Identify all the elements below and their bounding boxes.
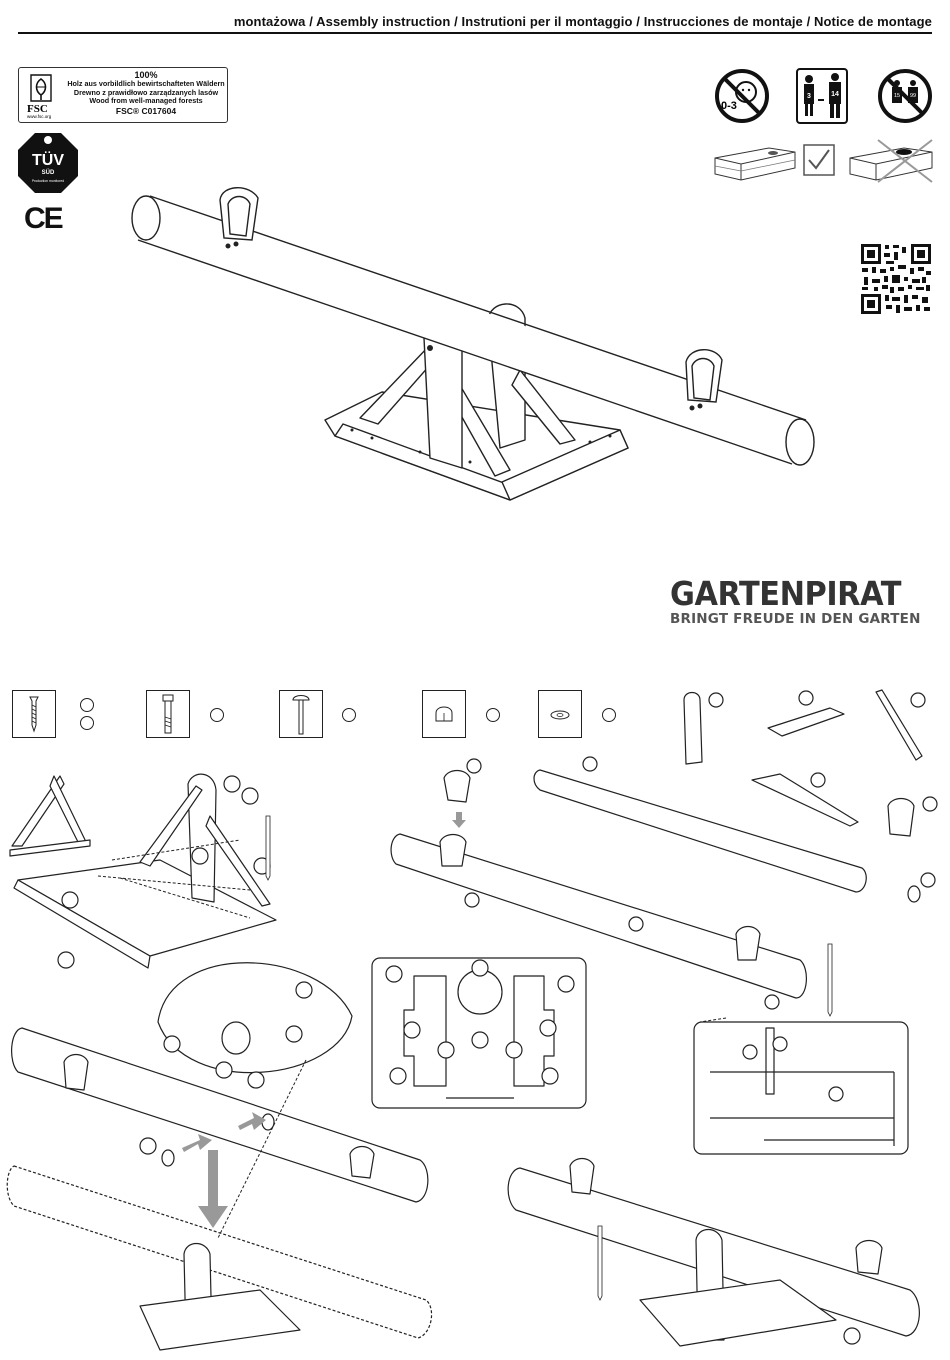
ce-mark-icon: CE [24, 202, 64, 235]
page-title: montażowa / Assembly instruction / Instr… [233, 14, 932, 29]
fsc-line-2: Drewno z prawidłowo zarządzanych lasów [73, 87, 219, 97]
fsc-text-block: 100% Holz aus vorbildlich bewirtschaftet… [67, 71, 225, 116]
part-washer [538, 690, 582, 738]
weight-min: 15 [894, 93, 900, 99]
check-icon [803, 144, 835, 176]
part-number-badge [80, 698, 94, 712]
bolt-icon [162, 694, 174, 734]
brand-name: GARTENPIRAT [670, 574, 902, 613]
age-range-icon: 3 14 [796, 68, 848, 124]
uneven-ground-icon [849, 139, 933, 183]
cap-nut-icon [435, 706, 453, 722]
drill-icon [265, 815, 833, 1301]
weight-max: 99 [910, 93, 916, 99]
fsc-logo-label: FSC [27, 103, 48, 115]
header-divider [18, 32, 932, 34]
tuv-small: Production monitored [32, 179, 64, 183]
age-warning-label: 0-3 [721, 100, 737, 112]
no-weight-icon: 15 99 [878, 69, 932, 123]
fsc-line-3: Wood from well-managed forests [89, 96, 203, 106]
tuv-sub: SÜD [42, 169, 55, 176]
part-number-badge [342, 708, 356, 722]
washer-icon [550, 710, 570, 720]
part-bolt [146, 690, 190, 738]
fsc-tree-icon: FSC www.fsc.org [27, 74, 52, 119]
age-min: 3 [807, 93, 811, 100]
fsc-percent: 100% [134, 70, 158, 80]
level-ground-icon [714, 147, 796, 181]
tuv-seal-icon: TÜV SÜD Production monitored [18, 133, 78, 193]
carriage-bolt-icon [292, 695, 310, 735]
fsc-line-1: Holz aus vorbildlich bewirtschafteten Wä… [67, 78, 225, 88]
fsc-license: FSC® C017604 [115, 106, 177, 117]
part-number-badge [486, 708, 500, 722]
age-max: 14 [831, 91, 839, 98]
part-number-badge [602, 708, 616, 722]
parts-list [0, 690, 950, 740]
part-number-badge [210, 708, 224, 722]
qr-code-icon[interactable] [860, 243, 932, 315]
part-cap-nut [422, 690, 466, 738]
seesaw-main-illustration [131, 187, 815, 501]
fsc-certification-box: FSC www.fsc.org 100% Holz aus vorbildlic… [18, 67, 228, 123]
part-screw [12, 690, 56, 738]
part-number-badge [80, 716, 94, 730]
tuv-label: TÜV [32, 150, 64, 169]
brand-logo: GARTENPIRAT BRINGT FREUDE IN DEN GARTEN [670, 574, 921, 627]
no-children-0-3-icon: 0-3 [715, 69, 769, 123]
brand-tagline: BRINGT FREUDE IN DEN GARTEN [670, 611, 921, 627]
part-carriage-bolt [279, 690, 323, 738]
fsc-site: www.fsc.org [27, 114, 52, 119]
screw-icon [29, 696, 39, 733]
